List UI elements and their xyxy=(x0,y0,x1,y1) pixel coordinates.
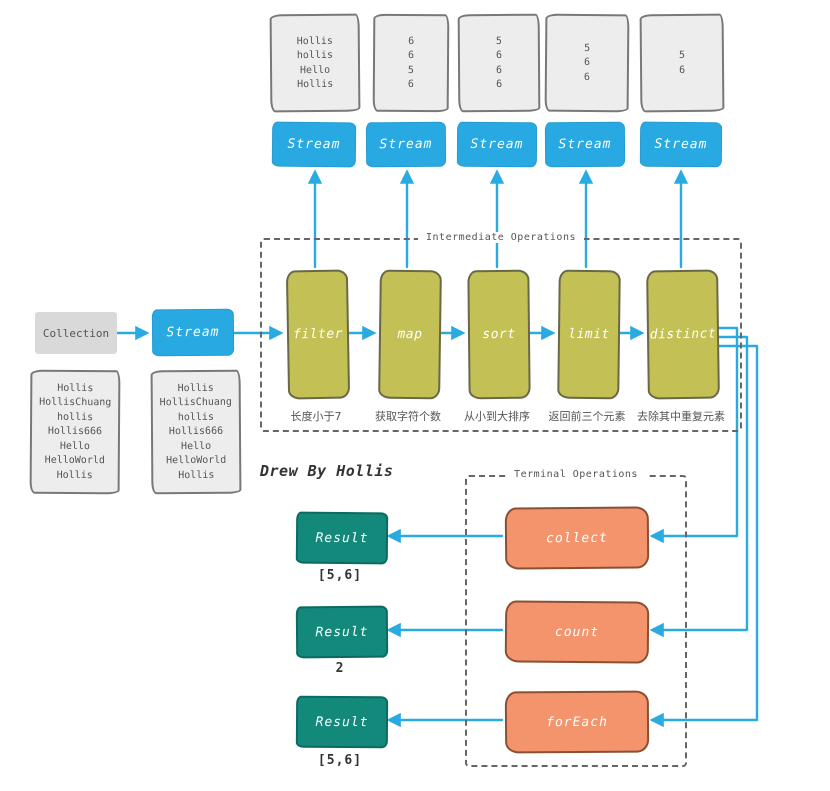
result-box-1: Result xyxy=(295,511,389,565)
result-value-2: 2 xyxy=(335,661,345,676)
scroll-line: HollisChuang xyxy=(159,396,232,409)
scroll-line: 6 xyxy=(407,78,414,91)
scroll-line: Hollis xyxy=(297,78,334,91)
terminal-operations-title: Terminal Operations xyxy=(506,469,646,480)
scroll-line: 6 xyxy=(495,49,503,62)
scroll-line: 6 xyxy=(678,64,686,76)
scroll-line: 5 xyxy=(678,49,685,62)
output-scroll-1: Hollis hollis Hello Hollis xyxy=(269,13,361,113)
scroll-line: HelloWorld xyxy=(44,455,105,467)
scroll-line: Hello xyxy=(59,440,90,452)
op-foreach: forEach xyxy=(504,690,650,754)
caption-sort: 从小到大排序 xyxy=(464,410,530,423)
scroll-line: hollis xyxy=(296,49,334,62)
source-scroll-1: Hollis HollisChuang hollis Hollis666 Hel… xyxy=(29,369,121,495)
scroll-line: Hollis666 xyxy=(168,426,224,438)
scroll-line: 6 xyxy=(583,57,591,69)
stream-box-4: Stream xyxy=(544,121,626,168)
scroll-line: Hollis xyxy=(296,35,333,47)
collection-box: Collection xyxy=(35,312,117,354)
stream-box-5: Stream xyxy=(639,121,723,168)
scroll-line: 6 xyxy=(583,71,590,83)
credit-text: Drew By Hollis xyxy=(260,462,394,480)
stream-box-3: Stream xyxy=(456,121,538,168)
scroll-line: 6 xyxy=(408,35,415,47)
output-scroll-5: 5 6 xyxy=(639,13,725,113)
op-count: count xyxy=(504,600,650,664)
op-filter: filter xyxy=(285,269,351,400)
caption-distinct: 去除其中重复元素 xyxy=(637,410,725,423)
scroll-line: Hollis666 xyxy=(47,426,103,438)
scroll-line: HollisChuang xyxy=(39,396,112,409)
scroll-line: Hello xyxy=(180,440,212,452)
output-scroll-4: 5 6 6 xyxy=(544,13,630,113)
scroll-line: 5 xyxy=(584,42,591,54)
stream-box-1: Stream xyxy=(271,121,357,168)
result-box-3: Result xyxy=(295,695,389,749)
scroll-line: 5 xyxy=(407,64,415,76)
scroll-line: Hollis xyxy=(56,469,93,481)
op-sort: sort xyxy=(467,269,531,400)
result-box-2: Result xyxy=(295,605,389,659)
intermediate-operations-title: Intermediate Operations xyxy=(418,232,584,243)
scroll-line: Hello xyxy=(299,64,331,76)
scroll-line: 6 xyxy=(496,78,503,91)
scroll-line: 6 xyxy=(495,64,503,76)
scroll-line: hollis xyxy=(57,411,94,423)
scroll-line: Hollis xyxy=(177,382,214,394)
caption-limit: 返回前三个元素 xyxy=(548,410,626,423)
caption-map: 获取字符个数 xyxy=(375,410,441,423)
op-limit: limit xyxy=(557,269,621,400)
stream-box-2: Stream xyxy=(365,121,447,168)
source-stream-box: Stream xyxy=(151,308,235,357)
output-scroll-2: 6 6 5 6 xyxy=(372,13,450,113)
output-scroll-3: 5 6 6 6 xyxy=(457,13,541,113)
scroll-line: 6 xyxy=(407,49,415,62)
result-value-3: [5,6] xyxy=(317,753,363,768)
scroll-line: 5 xyxy=(495,35,502,47)
scroll-line: HelloWorld xyxy=(166,455,227,467)
op-map: map xyxy=(378,269,442,400)
result-value-1: [5,6] xyxy=(317,568,363,583)
op-distinct: distinct xyxy=(646,269,720,400)
intermediate-operations-group: Intermediate Operations xyxy=(260,232,742,432)
source-scroll-2: Hollis HollisChuang hollis Hollis666 Hel… xyxy=(150,369,242,495)
terminal-operations-group: Terminal Operations xyxy=(465,469,687,767)
scroll-line: Hollis xyxy=(57,382,94,394)
scroll-line: Hollis xyxy=(178,469,215,481)
caption-filter: 长度小于7 xyxy=(290,410,342,423)
scroll-line: hollis xyxy=(177,411,214,423)
op-collect: collect xyxy=(504,506,650,570)
